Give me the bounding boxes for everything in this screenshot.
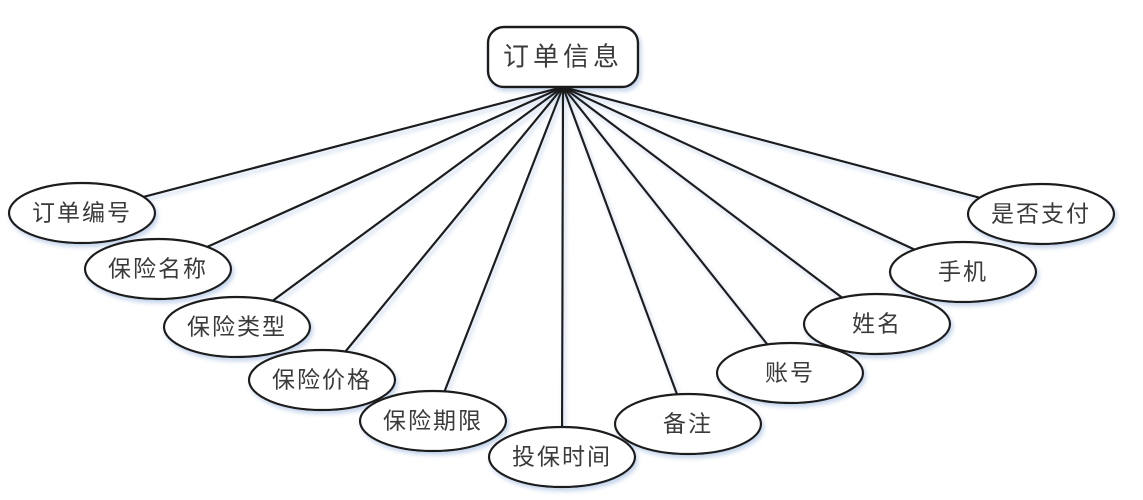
attribute-label-order-number: 订单编号 (32, 201, 132, 227)
attribute-ellipse-order-number (7, 181, 157, 245)
attribute-node-insure-time: 投保时间 (487, 425, 637, 489)
connector-insurance-type (235, 85, 565, 329)
attribute-ellipse-account (715, 341, 865, 405)
connector-lines (80, 85, 1043, 459)
attribute-node-name: 姓名 (802, 292, 952, 356)
attribute-label-remark: 备注 (663, 412, 713, 438)
attribute-label-phone: 手机 (938, 260, 988, 286)
attribute-node-insurance-type: 保险类型 (162, 295, 312, 359)
attribute-node-remark: 备注 (613, 392, 763, 456)
attribute-ellipse-insurance-term (358, 389, 508, 453)
attribute-ellipse-name (802, 292, 952, 356)
entity-node-order-info: 订单信息 (486, 25, 640, 89)
attribute-label-paid-status: 是否支付 (991, 202, 1091, 228)
attribute-node-account: 账号 (715, 341, 865, 405)
connector-order-number (80, 85, 565, 215)
connector-name (561, 85, 879, 326)
attribute-ellipse-insurance-price (247, 348, 397, 412)
attribute-label-insurance-price: 保险价格 (272, 368, 372, 394)
attribute-ellipse-remark (613, 392, 763, 456)
connector-account (561, 85, 792, 375)
attribute-node-insurance-name: 保险名称 (83, 237, 233, 301)
attribute-label-insurance-term: 保险期限 (383, 409, 483, 435)
attribute-label-name: 姓名 (852, 312, 902, 338)
attribute-label-insure-time: 投保时间 (512, 445, 612, 471)
attribute-node-phone: 手机 (888, 240, 1038, 304)
attribute-node-insurance-term: 保险期限 (358, 389, 508, 453)
connector-insurance-term (431, 85, 565, 423)
connector-paid-status (561, 85, 1043, 216)
attribute-node-paid-status: 是否支付 (966, 182, 1116, 246)
connector-remark (561, 85, 690, 426)
attribute-node-insurance-price: 保险价格 (247, 348, 397, 412)
attribute-ellipse-phone (888, 240, 1038, 304)
attribute-label-insurance-name: 保险名称 (108, 257, 208, 283)
connector-insurance-price (320, 85, 565, 382)
attribute-ellipse-insure-time (487, 425, 637, 489)
attribute-node-order-number: 订单编号 (7, 181, 157, 245)
attribute-ellipse-insurance-type (162, 295, 312, 359)
connector-insure-time (560, 85, 565, 459)
connector-phone (561, 85, 965, 274)
attribute-ellipse-insurance-name (83, 237, 233, 301)
attribute-label-account: 账号 (765, 361, 815, 387)
entity-rect (486, 25, 640, 89)
connector-insurance-name (156, 85, 565, 271)
attribute-label-insurance-type: 保险类型 (187, 315, 287, 341)
attribute-ellipse-paid-status (966, 182, 1116, 246)
entity-label: 订单信息 (503, 43, 623, 73)
